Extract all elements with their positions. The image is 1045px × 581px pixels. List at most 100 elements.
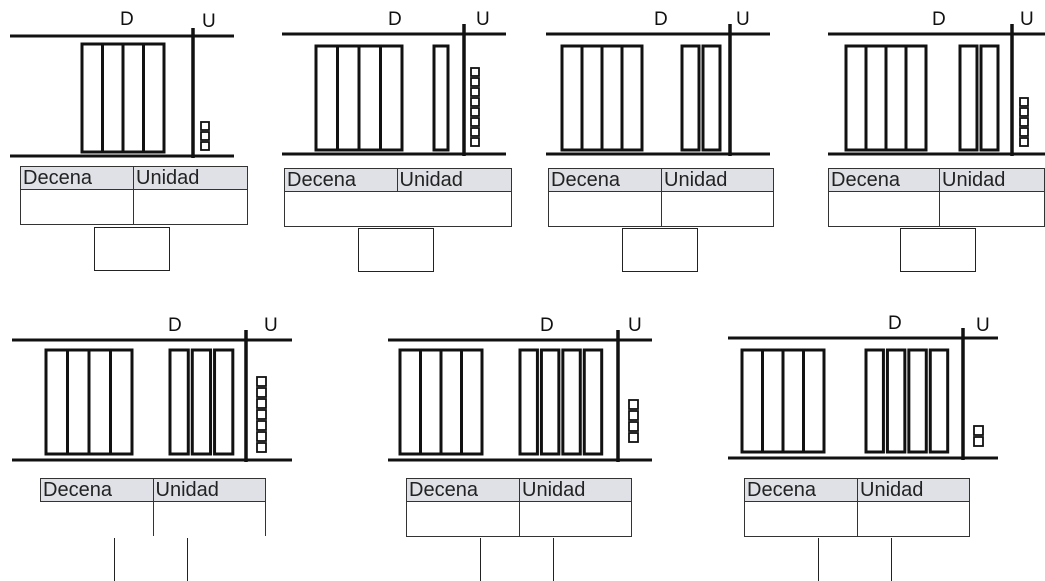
units-column-label: U xyxy=(264,315,278,336)
ten-rod xyxy=(802,348,826,454)
unit-cube xyxy=(1019,107,1029,117)
place-value-chart xyxy=(10,28,234,158)
ten-rod xyxy=(580,44,604,152)
units-cell[interactable] xyxy=(661,191,774,227)
ten-rod xyxy=(432,44,450,152)
unit-cube xyxy=(470,127,480,137)
ten-rod xyxy=(460,348,484,456)
units-header: Unidad xyxy=(939,168,1045,192)
unit-cube xyxy=(256,442,267,453)
ten-rod xyxy=(142,42,166,154)
ten-rod xyxy=(357,44,382,152)
ten-rod xyxy=(66,348,91,456)
units-cell[interactable] xyxy=(939,191,1045,227)
tens-column-label: D xyxy=(888,313,902,334)
place-value-chart xyxy=(546,24,770,156)
answer-box[interactable] xyxy=(900,228,976,272)
ten-rod xyxy=(168,348,190,456)
units-column-label: U xyxy=(736,9,750,30)
place-value-chart xyxy=(388,330,652,462)
tens-cell[interactable] xyxy=(20,189,134,225)
tens-column-label: D xyxy=(388,9,402,30)
units-column-label: U xyxy=(202,11,216,32)
units-cell[interactable] xyxy=(397,191,512,227)
unit-cube xyxy=(1019,137,1029,147)
ten-rod xyxy=(398,348,422,456)
ten-rod xyxy=(904,44,928,152)
ten-rod xyxy=(582,348,604,456)
ten-rod xyxy=(907,348,928,454)
units-header: Unidad xyxy=(857,478,970,502)
answer-box[interactable] xyxy=(114,538,188,581)
unit-cube xyxy=(256,431,267,442)
answer-box[interactable] xyxy=(94,227,170,271)
ten-rod xyxy=(439,348,463,456)
tens-cell[interactable] xyxy=(406,501,520,537)
unit-cube xyxy=(973,425,984,436)
place-value-chart xyxy=(12,330,292,462)
tens-column-label: D xyxy=(120,9,134,30)
units-header: Unidad xyxy=(133,166,248,190)
tens-cell[interactable] xyxy=(40,501,154,536)
units-cell[interactable] xyxy=(519,501,632,537)
answer-box[interactable] xyxy=(818,538,892,581)
units-cell[interactable] xyxy=(152,501,266,536)
ten-rod xyxy=(864,348,885,454)
ten-rod xyxy=(600,44,624,152)
ten-rod xyxy=(680,44,701,152)
ten-rod xyxy=(80,42,104,154)
tens-cell[interactable] xyxy=(548,191,662,227)
unit-cube xyxy=(200,131,210,141)
unit-cube xyxy=(256,420,267,431)
ten-rod xyxy=(701,44,722,152)
place-value-chart xyxy=(282,24,506,156)
ten-rod xyxy=(213,348,235,456)
ten-rod xyxy=(761,348,785,454)
tens-column-label: D xyxy=(932,9,946,30)
tens-cell[interactable] xyxy=(828,191,940,227)
unit-cube xyxy=(628,432,639,443)
ten-rod xyxy=(419,348,443,456)
ten-rod xyxy=(44,348,69,456)
unit-cube xyxy=(628,410,639,421)
ten-rod xyxy=(87,348,112,456)
answer-box[interactable] xyxy=(480,538,554,581)
units-column-label: U xyxy=(476,9,490,30)
unit-cube xyxy=(470,67,480,77)
answer-box[interactable] xyxy=(622,228,698,272)
unit-cube xyxy=(470,97,480,107)
ten-rod xyxy=(864,44,888,152)
ten-rod xyxy=(781,348,805,454)
tens-column-label: D xyxy=(540,315,554,336)
tens-cell[interactable] xyxy=(284,191,397,227)
units-cell[interactable] xyxy=(857,501,970,537)
units-cell[interactable] xyxy=(133,189,248,225)
units-header: Unidad xyxy=(152,478,266,502)
ten-rod xyxy=(844,44,868,152)
ten-rod xyxy=(885,348,907,454)
tens-cell[interactable] xyxy=(744,501,858,537)
unit-cube xyxy=(470,87,480,97)
ten-rod xyxy=(121,42,145,154)
unit-cube xyxy=(470,107,480,117)
answer-box[interactable] xyxy=(358,228,434,272)
ten-rod xyxy=(560,44,584,152)
unit-cube xyxy=(973,436,984,447)
units-header: Unidad xyxy=(396,168,512,192)
ten-rod xyxy=(979,44,1000,152)
tens-header: Decena xyxy=(548,168,662,192)
ten-rod xyxy=(379,44,404,152)
ten-rod xyxy=(884,44,908,152)
ten-rod xyxy=(539,348,561,456)
ten-rod xyxy=(336,44,361,152)
unit-cube xyxy=(628,399,639,410)
ten-rod xyxy=(314,44,339,152)
units-column-label: U xyxy=(976,315,990,336)
unit-cube xyxy=(1019,127,1029,137)
